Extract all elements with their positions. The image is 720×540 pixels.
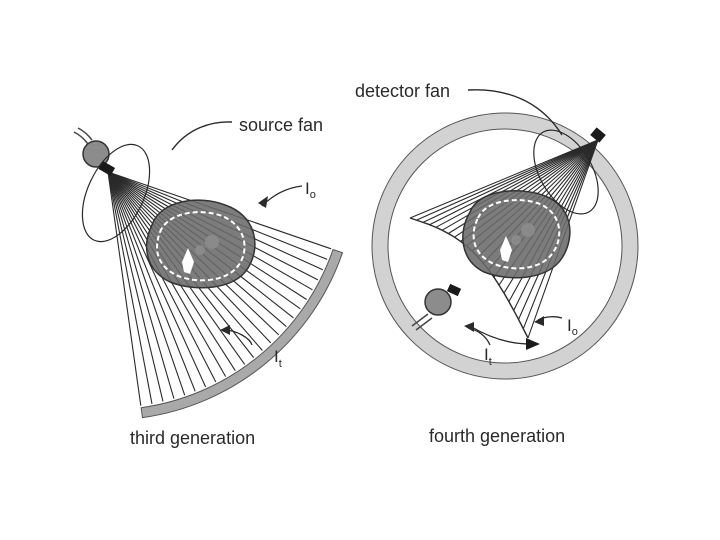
- x-ray-source-right: [411, 283, 462, 331]
- third-generation-panel: source fan Io It third generation: [73, 115, 344, 448]
- body-cross-section: [145, 199, 256, 289]
- detector-ring: [372, 113, 638, 379]
- detector-fan-ray: [416, 139, 599, 221]
- detector-fan-ray: [435, 139, 599, 228]
- body-cross-section-right: [462, 190, 571, 279]
- detector-arc: [140, 248, 344, 419]
- x-ray-source: [73, 127, 116, 176]
- fan-ray: [107, 171, 196, 392]
- third-generation-caption: third generation: [130, 428, 255, 448]
- it-label-right: It: [484, 345, 492, 368]
- source-fan-leader: [171, 121, 233, 151]
- detector-fan-leader: [467, 89, 563, 136]
- i0-label-right: Io: [567, 316, 578, 338]
- detector-fan-ray: [422, 139, 599, 223]
- fan-ray: [107, 171, 153, 405]
- detector-fan-ray: [409, 139, 599, 219]
- fourth-generation-caption: fourth generation: [429, 426, 565, 446]
- rotation-arrow: [469, 325, 531, 345]
- ring-detector: [590, 127, 606, 143]
- fan-ray: [107, 171, 175, 399]
- fan-ray: [107, 171, 164, 402]
- source-fan-label: source fan: [239, 115, 323, 135]
- fan-ray: [107, 171, 142, 406]
- fourth-generation-panel: detector fan Io It fourth generation: [355, 81, 639, 446]
- fan-ray: [107, 171, 186, 396]
- rotation-ellipse-right: [533, 129, 599, 215]
- fan-ray: [107, 171, 207, 388]
- detector-fan-ray: [429, 139, 599, 226]
- i0-label-left: Io: [305, 179, 316, 201]
- rotation-ellipse: [81, 143, 151, 243]
- detector-fan-label: detector fan: [355, 81, 450, 101]
- it-label-left: It: [274, 347, 282, 370]
